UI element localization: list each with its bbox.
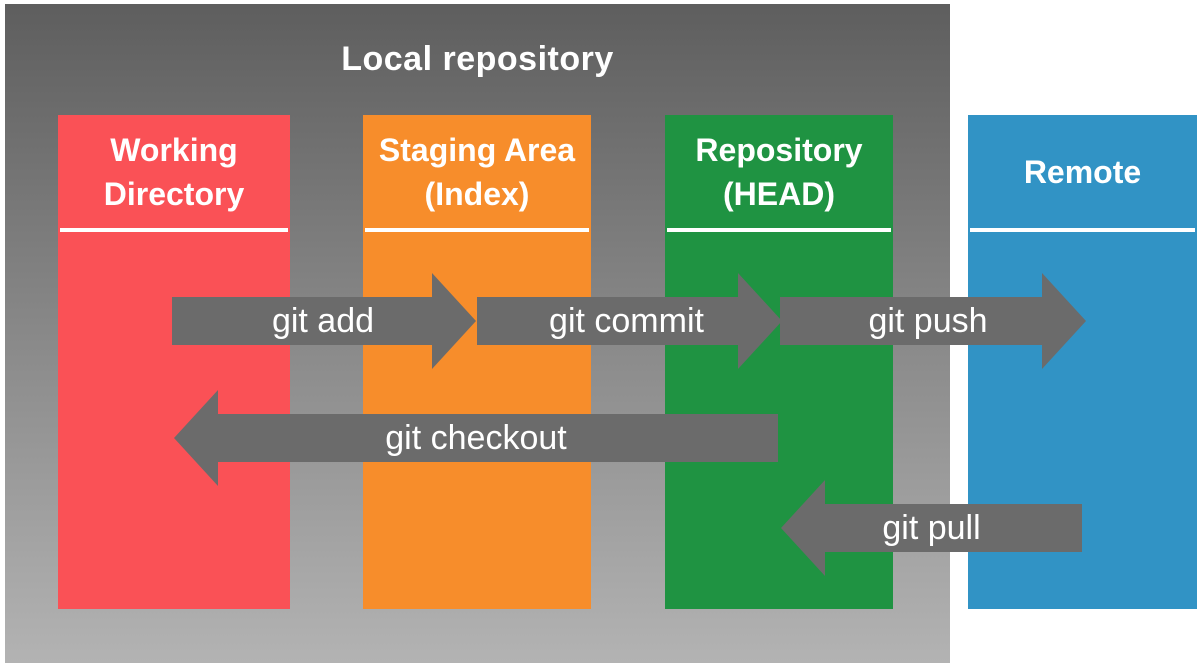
arrow-shaft: git commit bbox=[477, 297, 738, 345]
arrow-label-git-push: git push bbox=[868, 301, 988, 340]
column-staging-area-label: Staging Area (Index) bbox=[363, 115, 591, 228]
column-working-directory: Working Directory bbox=[58, 115, 290, 609]
column-label-line: Staging Area bbox=[378, 131, 576, 168]
diagram-title: Local repository bbox=[341, 40, 614, 78]
column-label-line: Working bbox=[110, 131, 238, 168]
column-repository-head-label: Repository (HEAD) bbox=[665, 115, 893, 228]
column-label-line: Directory bbox=[103, 175, 245, 212]
arrow-label-git-commit: git commit bbox=[549, 301, 704, 340]
arrow-shaft: git push bbox=[780, 297, 1042, 345]
arrow-right-icon bbox=[738, 273, 782, 369]
column-remote-label: Remote bbox=[968, 115, 1197, 228]
arrow-right-icon bbox=[1042, 273, 1086, 369]
column-divider bbox=[970, 228, 1195, 232]
column-label-line: (HEAD) bbox=[723, 175, 835, 212]
arrow-shaft: git checkout bbox=[218, 414, 778, 462]
column-label-line: Repository bbox=[695, 131, 863, 168]
column-label-line: Remote bbox=[1023, 153, 1142, 190]
arrow-label-git-checkout: git checkout bbox=[385, 418, 567, 457]
column-divider bbox=[60, 228, 288, 232]
arrow-left-icon bbox=[781, 480, 825, 576]
arrow-shaft: git pull bbox=[825, 504, 1082, 552]
column-divider bbox=[667, 228, 891, 232]
column-working-directory-label: Working Directory bbox=[58, 115, 290, 228]
arrow-shaft: git add bbox=[172, 297, 432, 345]
arrow-label-git-add: git add bbox=[271, 301, 375, 340]
arrow-right-icon bbox=[432, 273, 476, 369]
column-label-line: (Index) bbox=[424, 175, 530, 212]
column-staging-area: Staging Area (Index) bbox=[363, 115, 591, 609]
arrow-left-icon bbox=[174, 390, 218, 486]
column-divider bbox=[365, 228, 589, 232]
arrow-label-git-pull: git pull bbox=[882, 508, 981, 547]
